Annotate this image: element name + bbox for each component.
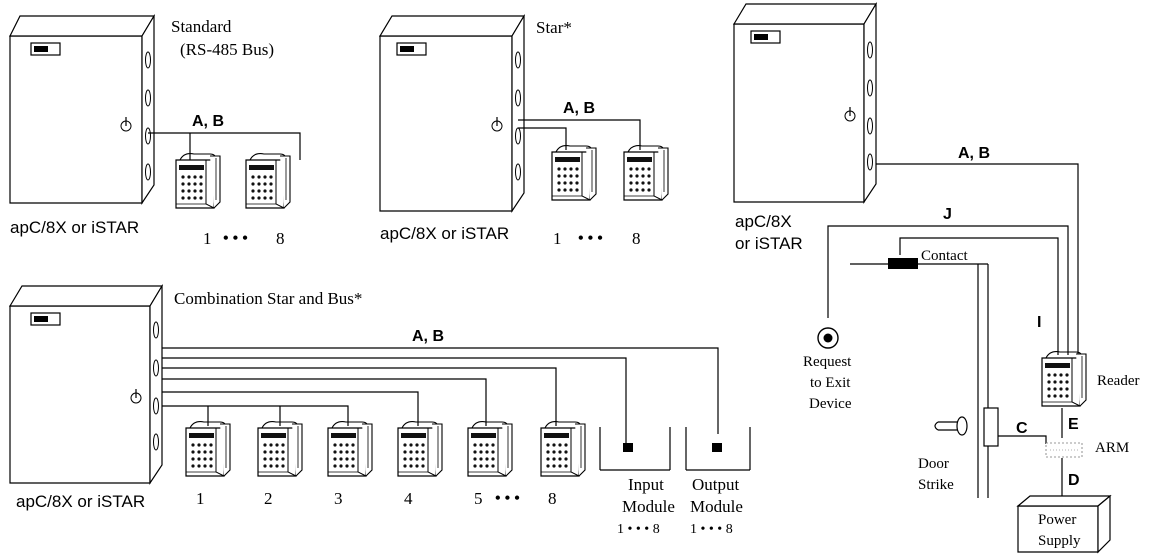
arm-relay [1045, 442, 1083, 458]
door-controller-label: or iSTAR [735, 234, 803, 253]
combination-controller-label: apC/8X or iSTAR [16, 492, 145, 511]
door-reader [1041, 351, 1087, 407]
combination-reader-8 [540, 421, 586, 477]
door-e-label: E [1068, 416, 1079, 433]
combination-reader-number: 5 [474, 489, 483, 508]
standard-reader-first: 1 [203, 229, 212, 248]
rex-label: to Exit [810, 375, 851, 391]
door-strike-label: Strike [918, 477, 954, 493]
output-module [685, 427, 751, 471]
door-c-label: C [1016, 420, 1028, 437]
combination-reader-number: 4 [404, 489, 413, 508]
input-module-label: Module [622, 497, 675, 516]
door-ab-wire [876, 163, 1079, 355]
door-contact-sensor [888, 258, 918, 269]
star-reader-last: 8 [632, 229, 641, 248]
star-controller-label: apC/8X or iSTAR [380, 224, 509, 243]
combination-reader-number: 3 [334, 489, 343, 508]
door-panel: apC/8X or iSTAR A, B J I Contact Request… [732, 1, 1139, 554]
star-reader-first: 1 [553, 229, 562, 248]
standard-subtitle: (RS-485 Bus) [180, 40, 274, 59]
standard-bus-wire [148, 132, 301, 160]
star-reader-dots: • • • [578, 230, 603, 247]
door-c-wire [998, 435, 1047, 444]
door-controller-label: apC/8X [735, 212, 792, 231]
input-module-label: Input [628, 475, 664, 494]
power-supply-label: Supply [1038, 533, 1081, 549]
standard-wire-label: A, B [192, 113, 224, 130]
combination-reader-1 [185, 421, 231, 477]
star-wire-top [518, 119, 641, 150]
door-d-label: D [1068, 472, 1080, 489]
standard-reader-last: 8 [276, 229, 285, 248]
combination-panel: Combination Star and Bus* A, B 1 2 3 4 5… [8, 283, 751, 537]
combination-reader-3 [327, 421, 373, 477]
standard-title: Standard [171, 17, 232, 36]
star-reader-1 [551, 145, 597, 201]
combination-reader-2 [257, 421, 303, 477]
standard-reader-8 [245, 153, 291, 209]
door-controller-cabinet [732, 1, 878, 204]
standard-reader-dots: • • • [223, 230, 248, 247]
standard-panel: Standard (RS-485 Bus) A, B 1 • • • 8 apC… [9, 13, 301, 248]
door-i-label: I [1037, 314, 1041, 331]
star-title: Star* [536, 18, 572, 37]
door-j-label: J [943, 206, 952, 223]
request-to-exit-button [817, 327, 839, 349]
door-rex-wire [827, 225, 1069, 355]
power-supply-label: Power [1038, 512, 1076, 528]
rex-label: Request [803, 354, 852, 370]
combination-reader-last: 8 [548, 489, 557, 508]
combination-reader-number: 1 [196, 489, 205, 508]
standard-controller-cabinet [9, 13, 156, 205]
combination-reader-4 [397, 421, 443, 477]
door-ab-label: A, B [958, 145, 990, 162]
power-supply-box [1016, 494, 1112, 554]
input-module [599, 427, 671, 471]
combination-wires [162, 347, 719, 443]
star-panel: Star* A, B apC/8X or iSTAR 1 • • • 8 [378, 13, 669, 248]
output-module-range: 1 • • • 8 [690, 522, 733, 537]
door-handle-icon [934, 416, 968, 436]
standard-controller-label: apC/8X or iSTAR [10, 218, 139, 237]
arm-label: ARM [1095, 440, 1129, 456]
combination-reader-5 [467, 421, 513, 477]
star-wire-label: A, B [563, 100, 595, 117]
output-module-label: Output [692, 475, 740, 494]
combination-controller-cabinet [8, 283, 164, 485]
combination-title: Combination Star and Bus* [174, 289, 362, 308]
door-contact-wire [899, 237, 1059, 355]
star-reader-8 [623, 145, 669, 201]
door-strike-device [983, 407, 999, 447]
star-wire-bottom [518, 127, 567, 150]
door-contact-label: Contact [921, 248, 968, 264]
door-reader-label: Reader [1097, 373, 1139, 389]
standard-reader-1 [175, 153, 221, 209]
combination-reader-dots: • • • [495, 490, 520, 507]
combination-wire-label: A, B [412, 328, 444, 345]
combination-reader-number: 2 [264, 489, 273, 508]
star-controller-cabinet [378, 13, 526, 213]
input-module-range: 1 • • • 8 [617, 522, 660, 537]
rex-label: Device [809, 396, 852, 412]
door-strike-label: Door [918, 456, 949, 472]
output-module-label: Module [690, 497, 743, 516]
